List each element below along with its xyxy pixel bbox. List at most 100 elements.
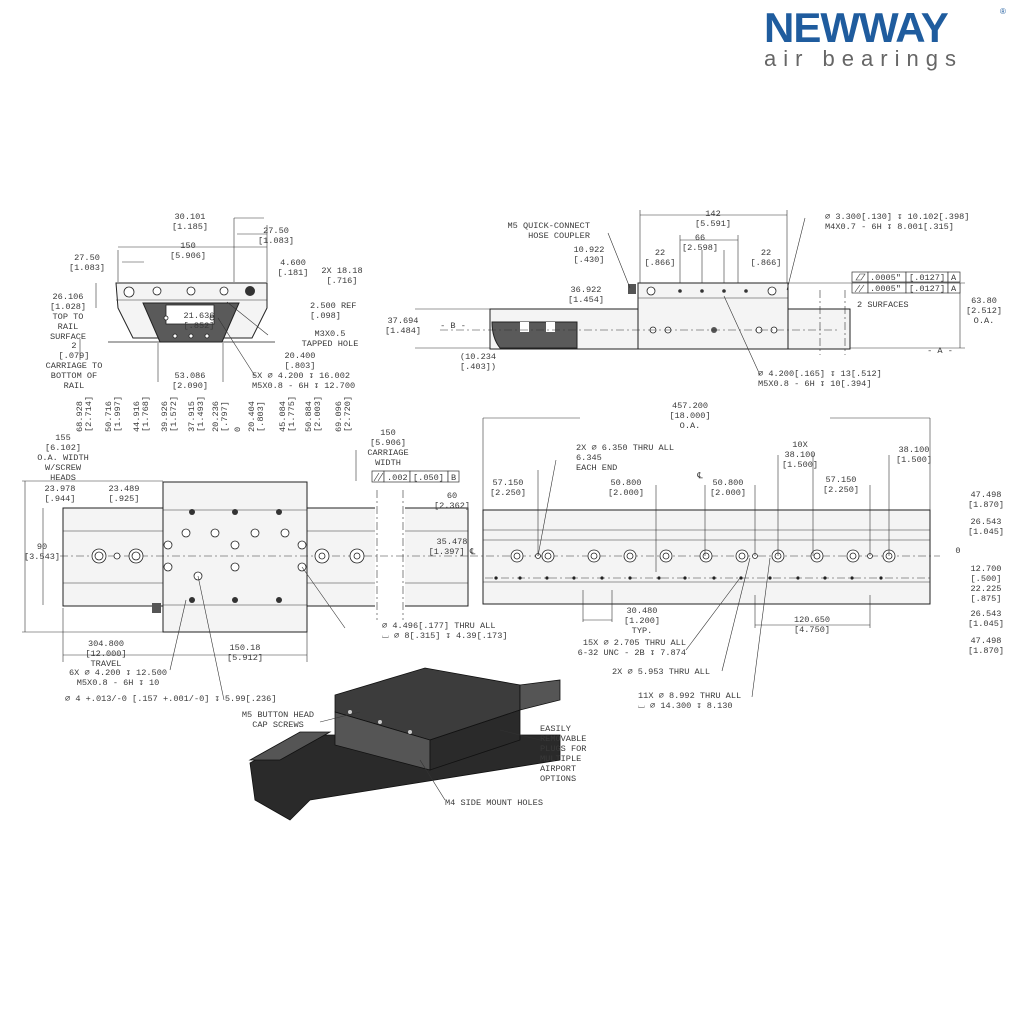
counterbore-hole [626,552,634,560]
sv-36922-label: [1.454] [568,295,604,305]
sv-6380-label: O.A. [974,316,995,326]
fv-2500-label: [.098] [310,311,341,321]
tv-v11-label: [2.720] [343,396,353,432]
flatness-datum: A [951,273,957,283]
sv-datum-a-label: - A - [927,346,953,356]
tv-v9-label: 45.084 [278,401,288,432]
sv-datum-b-label: - B - [440,321,466,331]
sv-3300-label: ⌀ 3.300[.130] ↧ 10.102[.398] [825,212,969,222]
fv-26106-label: SURFACE [50,332,86,342]
tv-304800-label: TRAVEL [91,659,122,669]
fv-53086-label: 53.086 [175,371,206,381]
fv-30101-label: [1.185] [172,222,208,232]
rail-view [470,417,940,698]
rv-120650-label: [4.750] [794,625,830,635]
counterbore-hole [513,552,521,560]
tv-23489-label: [.925] [109,494,140,504]
tv-v3-label: [1.768] [141,396,151,432]
tv-15018-label: [5.912] [227,653,263,663]
parallel-a-datum: A [951,284,957,294]
tv-155-label: 155 [55,433,70,443]
tv-155-label: W/SCREW [45,463,82,473]
tv-v2-label: 50.716 [104,401,114,432]
sv-10922-label: [.430] [574,255,605,265]
fv-5x-label: 5X ⌀ 4.200 ↧ 16.002 [252,371,350,381]
tv-6x-label: 6X ⌀ 4.200 ↧ 12.500 [69,668,167,678]
fv-21636-label: [.852] [184,321,215,331]
rv-r3-label: 0 [955,546,960,556]
tv-v8-label: 20.404 [247,401,257,432]
fv-2-label: [.079] [59,351,90,361]
rv-50800l-label: 50.800 [611,478,642,488]
sv-coupler-label: HOSE COUPLER [528,231,590,241]
sv-coupler-label: M5 QUICK-CONNECT [507,221,590,231]
fv-21636-label: 21.636 [184,311,215,321]
counterbore-hole [590,552,598,560]
sv-surfaces-label: 2 SURFACES [857,300,909,310]
tapped-hole [768,576,772,580]
tv-v4-label: [1.572] [169,396,179,432]
sv-142-label: 142 [705,209,720,219]
rv-2x6350-label: 6.345 [576,453,602,463]
tv-v5-label: [1.493] [196,396,206,432]
fv-m3-label: TAPPED HOLE [302,339,359,349]
rv-15x-label: 6-32 UNC - 2B ↧ 7.874 [578,648,686,658]
logo-brand: NEWWAY [764,4,949,51]
rv-57150r-label: 57.150 [826,475,857,485]
tv-90-label: [3.543] [24,552,60,562]
iso-plugs-label: AIRPORT [540,764,576,774]
tv-155-label: [6.102] [45,443,81,453]
fv-2750l-label: 27.50 [74,253,100,263]
iso-plugs-label: OPTIONS [540,774,576,784]
tv-60-label: [2.362] [434,501,470,511]
rv-457-label: 457.200 [672,401,708,411]
sv-10922-label: 10.922 [574,245,605,255]
tv-150-label: [5.906] [370,438,406,448]
tapped-hole [494,576,498,580]
tv-v1-label: 68.928 [75,401,85,432]
tv-304800-label: 304.800 [88,639,124,649]
tv-150-label: 150 [380,428,395,438]
fv-26106-label: RAIL [58,322,79,332]
fv-2750r-label: 27.50 [263,226,289,236]
sv-37694-label: [1.484] [385,326,421,336]
tv-6x-label: M5X0.8 - 6H ↧ 10 [77,678,160,688]
rv-2x6350-label: 2X ⌀ 6.350 THRU ALL [576,443,674,453]
flatness-value: .0005" [870,273,901,283]
logo-tagline: air bearings [764,46,963,71]
rv-r7-label: [1.870] [968,646,1004,656]
newway-logo: NEWWAY ® air bearings [764,4,1006,71]
rv-r1-label: [1.870] [968,500,1004,510]
iso-screws-label: M5 BUTTON HEAD [242,710,314,720]
rv-2x5953-label: 2X ⌀ 5.953 THRU ALL [612,667,710,677]
rv-cl-label: ℄ [696,471,703,481]
fv-4600-label: 4.600 [280,258,306,268]
parallel-b-metric: [.050] [413,473,444,483]
sv-3300-label: M4X0.7 - 6H ↧ 8.001[.315] [825,222,954,232]
tv-90-label: 90 [37,542,47,552]
rv-38100-label: 38.100 [899,445,930,455]
rv-r1-label: 47.498 [971,490,1002,500]
sv-142-label: [5.591] [695,219,731,229]
sv-4200-label: M5X0.8 - 6H ↧ 10[.394] [758,379,871,389]
tapped-hole [628,576,632,580]
iso-plugs-label: REMOVABLE [540,734,586,744]
rv-57150l-label: [2.250] [490,488,526,498]
counterbore-hole [738,552,746,560]
rv-50800r-label: 50.800 [713,478,744,488]
rv-30480-label: [1.200] [624,616,660,626]
rv-r2-label: [1.045] [968,527,1004,537]
fv-2-label: BOTTOM OF [51,371,97,381]
fv-20400-label: [.803] [285,361,316,371]
iso-plugs-label: EASILY [540,724,571,734]
tv-304800-label: [12.000] [85,649,126,659]
counterbore-hole [849,552,857,560]
tapped-hole [518,576,522,580]
top-view [22,450,470,701]
counterbore-hole [813,552,821,560]
tv-v10-label: [2.003] [313,396,323,432]
rv-2x6350-label: EACH END [576,463,617,473]
sv-6380-label: 63.80 [971,296,997,306]
rv-10x-label: 10X [792,440,807,450]
tv-v4-label: 39.926 [160,401,170,432]
